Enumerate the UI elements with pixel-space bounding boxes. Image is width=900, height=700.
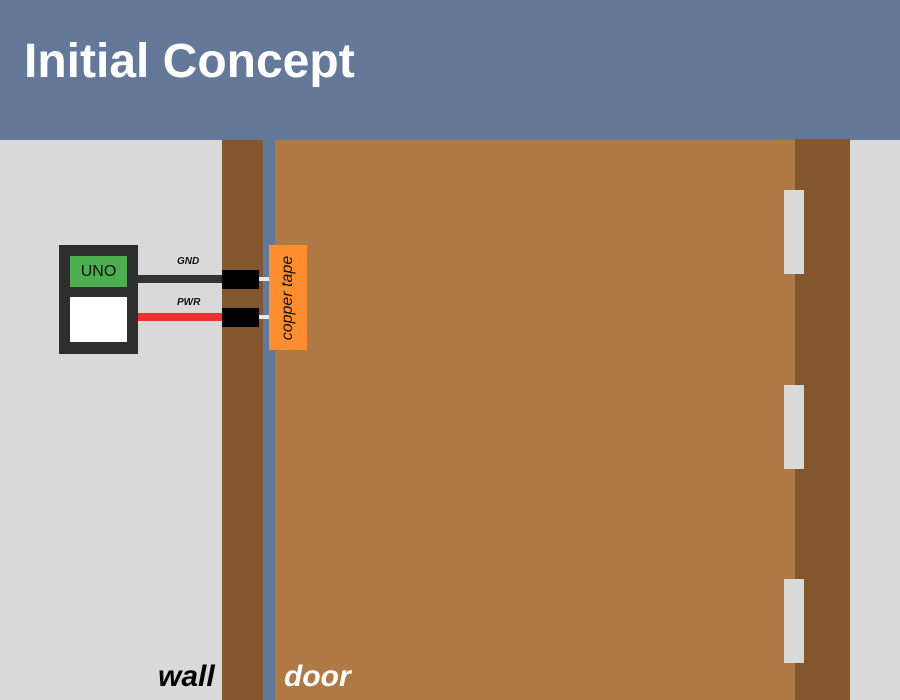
hinge-bottom <box>784 579 804 663</box>
page-title: Initial Concept <box>24 35 355 88</box>
pwr-wire-label: PWR <box>177 297 201 308</box>
pwr-wire <box>138 313 223 321</box>
arduino-uno-label: UNO <box>70 256 127 287</box>
copper-tape: copper tape <box>269 245 307 350</box>
gnd-contact-pin <box>259 277 270 281</box>
wall <box>222 140 263 700</box>
gnd-wire-label: GND <box>177 256 200 267</box>
gnd-wire <box>138 275 223 283</box>
pwr-connector <box>222 308 259 327</box>
hinge-top <box>784 190 804 274</box>
wall-label: wall <box>158 660 215 693</box>
copper-tape-label: copper tape <box>279 255 296 340</box>
header-banner: Initial Concept <box>0 0 900 140</box>
door <box>275 140 795 700</box>
gnd-connector <box>222 270 259 289</box>
pwr-contact-pin <box>259 315 270 319</box>
hinge-middle <box>784 385 804 469</box>
door-label: door <box>284 660 351 693</box>
door-gap <box>263 140 275 700</box>
arduino-body <box>70 297 127 342</box>
door-frame <box>795 139 850 700</box>
